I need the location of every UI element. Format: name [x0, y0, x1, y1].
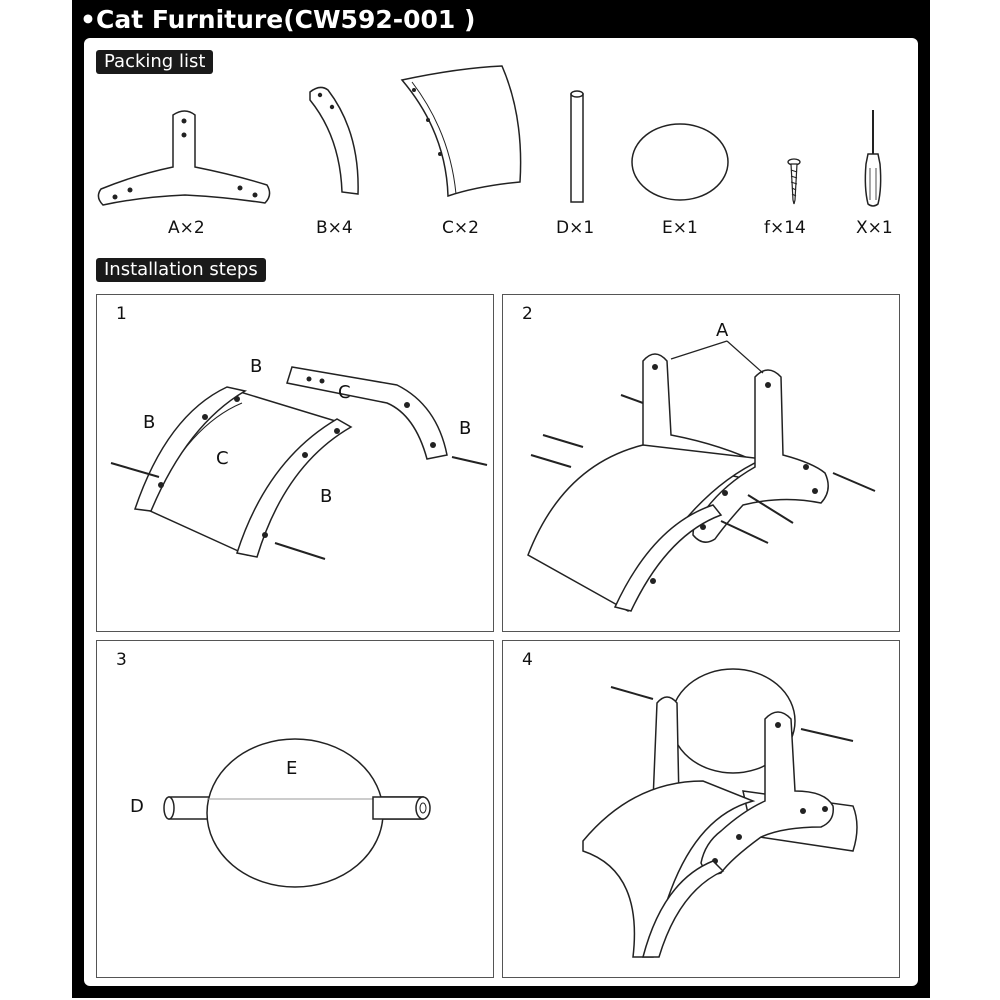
curved-panel-icon: [398, 62, 524, 202]
step-4-number: 4: [522, 650, 533, 670]
step-2-panel: [502, 294, 900, 632]
part-f: [782, 156, 806, 206]
part-d: [562, 88, 592, 206]
screwdriver-icon: [858, 108, 888, 210]
page-title: •Cat Furniture(CW592-001 ): [80, 4, 475, 36]
step-2-number: 2: [522, 304, 533, 324]
part-x: [858, 108, 888, 210]
part-x-label: X×1: [856, 218, 893, 238]
step-1-callout-b4: B: [320, 486, 332, 507]
step-1-callout-b1: B: [250, 356, 262, 377]
step-4-panel: [502, 640, 900, 978]
step-1-callout-b2: B: [143, 412, 155, 433]
screw-icon: [782, 156, 806, 206]
step-1-callout-b3: B: [459, 418, 471, 439]
part-a: [95, 105, 275, 215]
step-2-callout-a: A: [716, 320, 728, 341]
step-4-diagram: [503, 641, 899, 977]
part-c-label: C×2: [442, 218, 479, 238]
part-a-label: A×2: [168, 218, 205, 238]
step-2-diagram: [503, 295, 899, 631]
step-1-callout-c2: C: [216, 448, 229, 469]
installation-steps-heading: Installation steps: [96, 258, 266, 282]
step-3-panel: [96, 640, 494, 978]
dowel-rod-icon: [562, 88, 592, 206]
step-1-number: 1: [116, 304, 127, 324]
part-f-label: f×14: [764, 218, 806, 238]
part-e-label: E×1: [662, 218, 698, 238]
round-disc-icon: [628, 120, 732, 204]
curved-side-strip-icon: [300, 82, 370, 202]
step-1-diagram: [97, 295, 493, 631]
step-1-panel: [96, 294, 494, 632]
step-3-callout-e: E: [286, 758, 297, 779]
part-d-label: D×1: [556, 218, 594, 238]
step-3-diagram: [97, 641, 493, 977]
part-e: [628, 120, 732, 204]
y-shaped-base-part-icon: [95, 105, 275, 215]
part-b-label: B×4: [316, 218, 353, 238]
step-1-callout-c1: C: [338, 382, 351, 403]
packing-list-heading: Packing list: [96, 50, 213, 74]
step-3-callout-d: D: [130, 796, 144, 817]
part-b: [300, 82, 370, 202]
part-c: [398, 62, 524, 202]
step-3-number: 3: [116, 650, 127, 670]
